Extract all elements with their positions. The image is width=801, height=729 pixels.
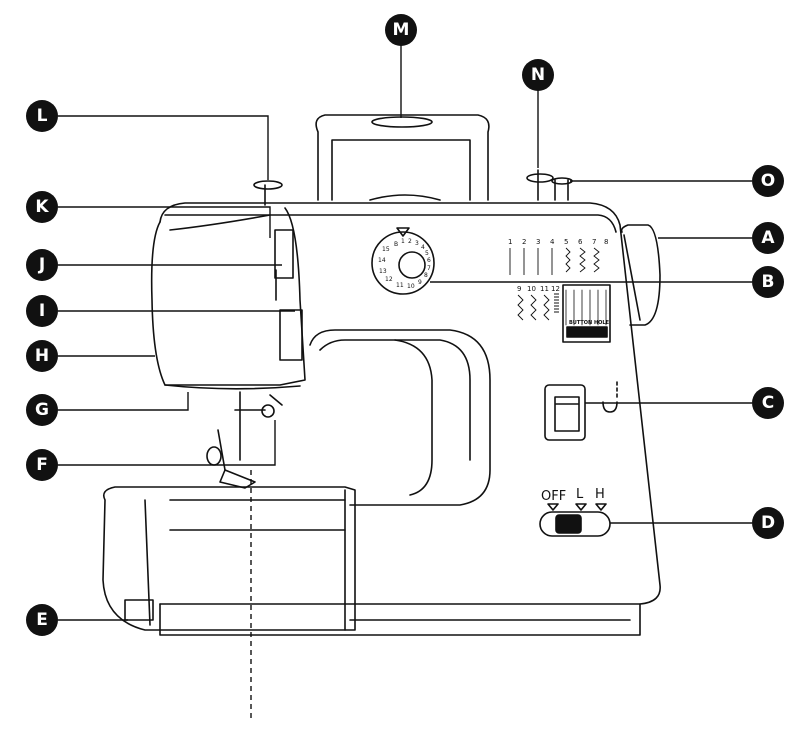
callout-badge-o: O <box>752 165 784 197</box>
callout-badge-l: L <box>26 100 58 132</box>
switch-off-label: OFF <box>541 489 566 504</box>
callout-badge-n: N <box>522 59 554 91</box>
switch-high-label: H <box>595 487 605 502</box>
stitch-num: 6 <box>578 238 583 246</box>
handwheel <box>620 224 661 326</box>
callout-badge-k: K <box>26 191 58 223</box>
leader-G <box>58 392 189 411</box>
stitch-num: 12 <box>551 285 560 293</box>
needle-head <box>150 207 306 386</box>
stitch-num: 7 <box>592 238 596 246</box>
svg-text:2: 2 <box>408 238 412 245</box>
callout-badge-g: G <box>26 394 58 426</box>
svg-text:11: 11 <box>396 282 404 289</box>
svg-text:9: 9 <box>418 279 422 286</box>
svg-text:7: 7 <box>427 265 431 272</box>
stitch-num: 4 <box>550 238 555 246</box>
callout-badge-i: I <box>26 295 58 327</box>
switch-low-label: L <box>576 487 584 502</box>
leader-K <box>58 206 271 238</box>
stitch-num: 2 <box>522 238 526 246</box>
callout-badge-j: J <box>26 249 58 281</box>
svg-text:5: 5 <box>425 250 429 257</box>
callout-badge-c: C <box>752 387 784 419</box>
svg-text:15: 15 <box>382 246 390 253</box>
leader-F <box>58 420 276 466</box>
dial-numerals: B 1 2 3 4 5 6 7 8 9 10 11 12 13 14 15 <box>378 238 431 290</box>
reverse-lever <box>544 384 586 441</box>
stitch-num: 8 <box>604 238 608 246</box>
stitch-num: 5 <box>564 238 568 246</box>
pattern-dial <box>371 231 435 295</box>
stitch-num: 11 <box>540 285 549 293</box>
svg-text:3: 3 <box>415 240 419 247</box>
callout-badge-e: E <box>26 604 58 636</box>
svg-text:8: 8 <box>424 272 428 279</box>
svg-text:12: 12 <box>385 276 393 283</box>
leader-L <box>58 115 269 180</box>
svg-text:6: 6 <box>427 257 431 264</box>
callout-badge-f: F <box>26 449 58 481</box>
svg-text:1: 1 <box>401 238 405 245</box>
stitch-number-row-bottom: 9 10 11 12 <box>517 285 560 293</box>
arm-opening <box>309 329 491 506</box>
stitch-num: 10 <box>527 285 536 293</box>
stitch-num: 3 <box>536 238 540 246</box>
svg-text:4: 4 <box>421 244 425 251</box>
callout-badge-d: D <box>752 507 784 539</box>
callout-badge-h: H <box>26 340 58 372</box>
power-switch <box>539 511 611 537</box>
stitch-num: 9 <box>517 285 521 293</box>
svg-text:14: 14 <box>378 257 386 264</box>
svg-text:13: 13 <box>379 268 387 275</box>
svg-text:B: B <box>394 241 398 248</box>
buttonhole-label: BUTTON HOLE <box>569 320 610 326</box>
stitch-number-row-top: 1 2 3 4 5 6 7 8 <box>508 238 608 246</box>
callout-badge-a: A <box>752 222 784 254</box>
svg-text:10: 10 <box>407 283 415 290</box>
callout-badge-m: M <box>385 14 417 46</box>
stitch-num: 1 <box>508 238 512 246</box>
callout-badge-b: B <box>752 266 784 298</box>
free-arm <box>102 486 356 631</box>
